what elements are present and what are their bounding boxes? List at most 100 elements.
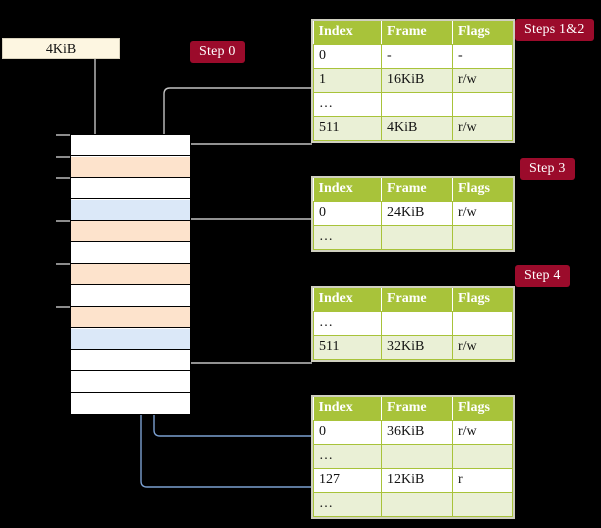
cell-flags bbox=[452, 311, 513, 336]
badge-step-3: Step 3 bbox=[520, 158, 575, 180]
cell-frame: 24KiB bbox=[381, 201, 453, 226]
memory-tick-mark bbox=[56, 155, 70, 158]
cell-flags bbox=[452, 444, 513, 469]
column-header-flags: Flags bbox=[452, 21, 513, 45]
memory-tick-mark bbox=[56, 220, 70, 222]
badge-step-0-label: Step 0 bbox=[199, 44, 236, 59]
cell-frame: 12KiB bbox=[381, 468, 453, 493]
cell-index: … bbox=[313, 444, 382, 469]
table-row[interactable]: … bbox=[313, 92, 513, 117]
cell-frame bbox=[381, 492, 453, 517]
badge-steps-1-2-label: Steps 1&2 bbox=[524, 22, 585, 37]
memory-frame-row bbox=[71, 371, 190, 393]
cell-flags: r/w bbox=[452, 68, 513, 93]
memory-frame-row bbox=[71, 135, 190, 156]
column-header-flags: Flags bbox=[452, 178, 513, 202]
cell-index: … bbox=[313, 225, 382, 250]
cell-flags: r/w bbox=[452, 420, 513, 445]
cell-frame: - bbox=[381, 44, 453, 69]
badge-steps-1-2: Steps 1&2 bbox=[515, 19, 594, 41]
source-frame-box: 4KiB bbox=[2, 38, 120, 59]
cell-frame bbox=[381, 444, 453, 469]
source-frame-label: 4KiB bbox=[45, 42, 77, 57]
badge-step-4: Step 4 bbox=[515, 265, 570, 287]
column-header-frame: Frame bbox=[381, 288, 453, 312]
memory-tick-mark bbox=[56, 306, 70, 308]
cell-flags bbox=[452, 92, 513, 117]
cell-index: 0 bbox=[313, 201, 382, 226]
cell-flags: r/w bbox=[452, 335, 513, 360]
cell-flags: - bbox=[452, 44, 513, 69]
memory-frame-row bbox=[71, 156, 190, 178]
cell-flags bbox=[452, 492, 513, 517]
memory-frame-row bbox=[71, 242, 190, 264]
column-header-flags: Flags bbox=[452, 288, 513, 312]
cell-flags: r/w bbox=[452, 116, 513, 141]
memory-tick-mark bbox=[56, 134, 70, 136]
cell-index: … bbox=[313, 492, 382, 517]
cell-frame: 4KiB bbox=[381, 116, 453, 141]
column-header-index: Index bbox=[313, 288, 382, 312]
badge-step-4-label: Step 4 bbox=[524, 268, 561, 283]
memory-frame-row bbox=[71, 350, 190, 371]
memory-frame-row bbox=[71, 393, 190, 414]
badge-step-3-label: Step 3 bbox=[529, 161, 566, 176]
column-header-frame: Frame bbox=[381, 178, 453, 202]
badge-step-0: Step 0 bbox=[190, 41, 245, 63]
memory-tick-mark bbox=[56, 177, 70, 179]
cell-index: 1 bbox=[313, 68, 382, 93]
cell-index: 511 bbox=[313, 116, 382, 141]
memory-frame-row bbox=[71, 264, 190, 285]
column-header-index: Index bbox=[313, 21, 382, 45]
physical-memory-column bbox=[70, 134, 191, 415]
memory-frame-row bbox=[71, 285, 190, 307]
cell-frame: 16KiB bbox=[381, 68, 453, 93]
cell-flags: r/w bbox=[452, 201, 513, 226]
cell-frame bbox=[381, 311, 453, 336]
table-row[interactable]: … bbox=[313, 444, 513, 469]
cell-flags: r bbox=[452, 468, 513, 493]
cell-index: … bbox=[313, 311, 382, 336]
column-header-index: Index bbox=[313, 397, 382, 421]
cell-index: … bbox=[313, 92, 382, 117]
table-row[interactable]: … bbox=[313, 311, 513, 336]
column-header-frame: Frame bbox=[381, 21, 453, 45]
memory-frame-row bbox=[71, 199, 190, 221]
cell-index: 511 bbox=[313, 335, 382, 360]
cell-index: 0 bbox=[313, 420, 382, 445]
memory-frame-row bbox=[71, 307, 190, 328]
column-header-frame: Frame bbox=[381, 397, 453, 421]
memory-frame-row bbox=[71, 221, 190, 242]
table-row[interactable]: … bbox=[313, 492, 513, 517]
cell-frame bbox=[381, 225, 453, 250]
memory-tick-mark bbox=[56, 263, 70, 265]
cell-frame: 36KiB bbox=[381, 420, 453, 445]
table-row[interactable]: … bbox=[313, 225, 513, 250]
wire-step3-in bbox=[175, 218, 312, 257]
wire-step4-out bbox=[175, 287, 312, 364]
cell-frame: 32KiB bbox=[381, 335, 453, 360]
cell-frame bbox=[381, 92, 453, 117]
cell-flags bbox=[452, 225, 513, 250]
cell-index: 127 bbox=[313, 468, 382, 493]
column-header-flags: Flags bbox=[452, 397, 513, 421]
memory-frame-row bbox=[71, 178, 190, 199]
memory-frame-row bbox=[71, 328, 190, 350]
cell-index: 0 bbox=[313, 44, 382, 69]
table-row[interactable]: 0-- bbox=[313, 44, 513, 69]
